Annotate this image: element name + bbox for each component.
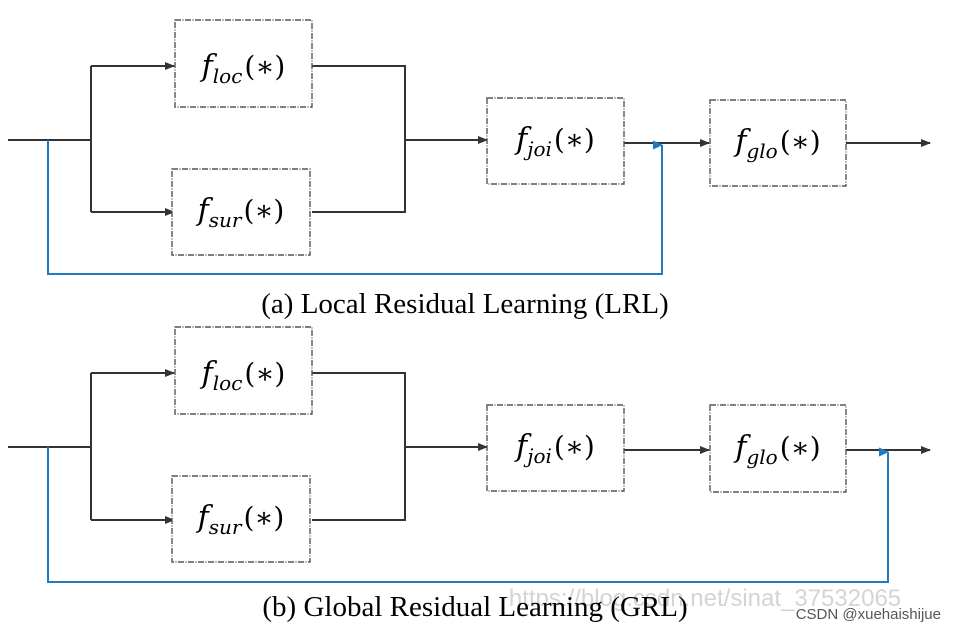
panel-b-block-joi: fjoi(∗) [486, 404, 625, 492]
panel-a-block-glo: fglo(∗) [709, 99, 847, 187]
panel-b-block-joi-label: fjoi(∗) [514, 429, 595, 468]
panel-b-block-loc: floc(∗) [174, 326, 313, 415]
panel-a-merge-line [312, 65, 406, 213]
panel-b-merge-line [312, 372, 406, 521]
panel-b-block-loc-label: floc(∗) [200, 356, 286, 395]
panel-b-grl: floc(∗) fsur(∗) fjoi(∗) fglo(∗) https://… [8, 326, 931, 623]
panel-a-block-loc: floc(∗) [174, 19, 313, 108]
panel-a-wires [8, 62, 931, 216]
panel-a-block-loc-label: floc(∗) [200, 49, 286, 88]
panel-b-block-sur: fsur(∗) [171, 475, 311, 563]
panel-a-caption: (a) Local Residual Learning (LRL) [261, 288, 668, 320]
panel-a-block-joi-label: fjoi(∗) [514, 122, 595, 161]
panel-b-caption: (b) Global Residual Learning (GRL) [262, 591, 687, 623]
panel-b-global-skip-connection [47, 447, 889, 583]
panel-b-block-glo-label: fglo(∗) [733, 430, 820, 469]
panel-b-block-sur-label: fsur(∗) [196, 500, 285, 539]
panel-a-block-joi: fjoi(∗) [486, 97, 625, 185]
panel-a-local-skip-connection [47, 140, 663, 275]
panel-b-block-glo: fglo(∗) [709, 404, 847, 493]
csdn-credit: CSDN @xuehaishijue [796, 606, 941, 623]
panel-a-block-sur: fsur(∗) [171, 168, 311, 256]
panel-a-block-sur-label: fsur(∗) [196, 193, 285, 232]
watermark-url: https://blog.csdn.net/sinat_37532065 [509, 585, 901, 612]
panel-a-lrl: floc(∗) fsur(∗) fjoi(∗) fglo(∗) (a) Loca… [8, 19, 931, 320]
